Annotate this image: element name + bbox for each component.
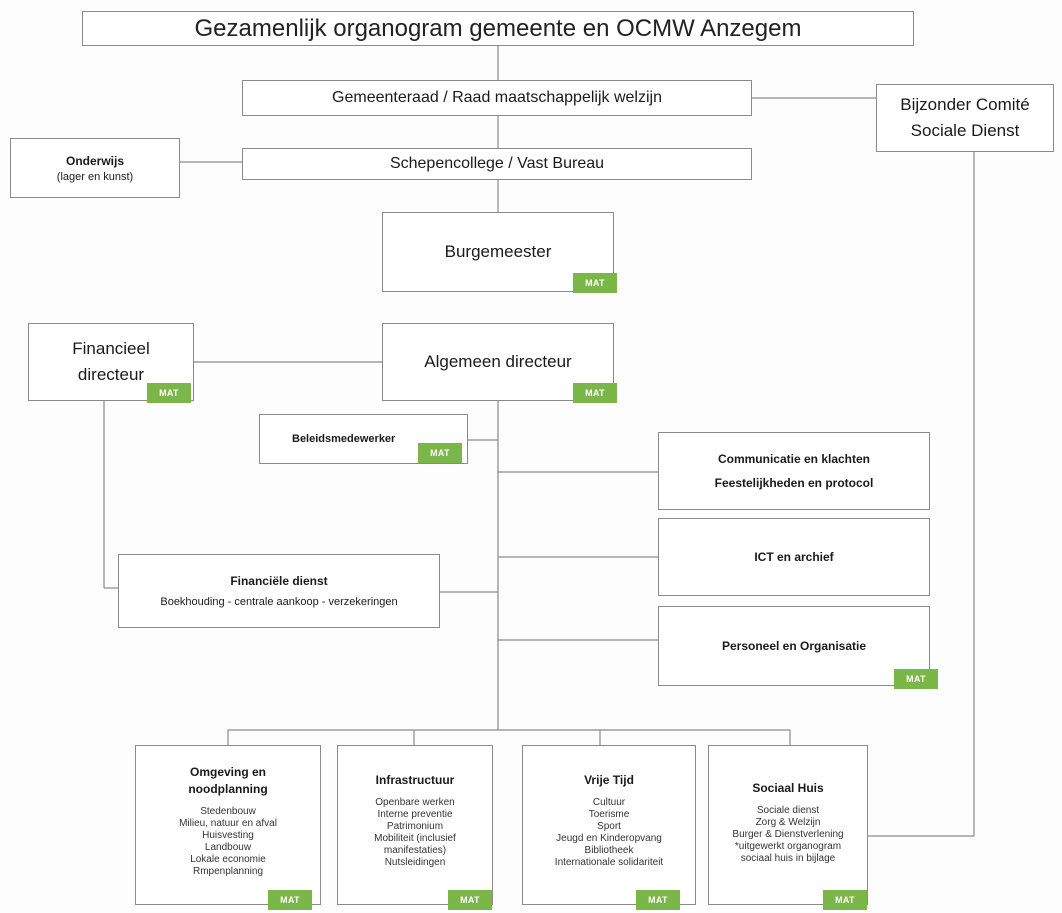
department-title: Sociaal Huis [752,781,824,795]
gemeenteraad-box: Gemeenteraad / Raad maatschappelijk welz… [242,80,752,116]
department-title: Omgeving en noodplanning [188,765,268,796]
department-item: sociaal huis in bijlage [740,853,836,864]
financieel-directeur-box: Financieel directeur [28,323,194,401]
department-item: Jeugd en Kinderopvang [556,833,662,844]
department-item: Sociale dienst [756,805,820,816]
personeel-label: Personeel en Organisatie [721,639,867,653]
title-box: Gezamenlijk organogram gemeente en OCMW … [82,11,914,46]
department-item: Patrimonium [386,821,444,832]
department-item: Huisvesting [202,830,254,841]
mat-badge-financieel: MAT [147,383,191,403]
financieel-directeur-line2: directeur [77,365,145,384]
department-item: Milieu, natuur en afval [179,818,277,829]
mat-badge-beleidsmedewerker: MAT [418,443,462,463]
department-item: Internationale solidariteit [554,857,664,868]
bijzonder-comite-line1: Bijzonder Comité [900,95,1030,114]
financiele-dienst-title: Financiële dienst [230,574,328,588]
communicatie-line2: Feestelijkheden en protocol [714,476,874,490]
mat-badge-sociaal-huis: MAT [823,890,867,910]
ict-label: ICT en archief [754,550,834,564]
beleidsmedewerker-label: Beleidsmedewerker [292,433,396,445]
mat-badge-infrastructuur: MAT [448,890,492,910]
department-item: Rmpenplanning [192,866,264,877]
mat-badge-burgemeester: MAT [573,273,617,293]
communicatie-box: Communicatie en klachten Feestelijkheden… [658,432,930,510]
department-item: Lokale economie [190,854,266,865]
department-item: Bibliotheek [584,845,634,856]
onderwijs-sub: (lager en kunst) [56,170,134,183]
department-item: Sport [597,821,621,832]
personeel-box: Personeel en Organisatie [658,606,930,686]
schepencollege-box: Schepencollege / Vast Bureau [242,148,752,180]
department-item: Mobiliteit (inclusief [374,833,456,844]
gemeenteraad-label: Gemeenteraad / Raad maatschappelijk welz… [332,89,662,106]
department-omgeving-box: Omgeving en noodplanning Stedenbouw Mili… [135,745,321,905]
bijzonder-comite-box: Bijzonder Comité Sociale Dienst [876,84,1054,152]
mat-badge-vrije-tijd: MAT [636,890,680,910]
department-item: Openbare werken [375,797,455,808]
bijzonder-comite-line2: Sociale Dienst [910,121,1020,140]
department-vrije-tijd-box: Vrije Tijd Cultuur Toerisme Sport Jeugd … [522,745,696,905]
financiele-dienst-box: Financiële dienst Boekhouding - centrale… [118,554,440,628]
department-sociaal-huis-box: Sociaal Huis Sociale dienst Zorg & Welzi… [708,745,868,905]
mat-badge-personeel: MAT [894,669,938,689]
department-title: Infrastructuur [375,773,455,787]
financieel-directeur-line1: Financieel [72,339,150,358]
schepencollege-label: Schepencollege / Vast Bureau [389,155,605,172]
department-infrastructuur-box: Infrastructuur Openbare werken Interne p… [337,745,493,905]
communicatie-line1: Communicatie en klachten [717,452,871,466]
department-item: manifestaties) [383,845,447,856]
department-item: Interne preventie [377,809,453,820]
onderwijs-box: Onderwijs (lager en kunst) [10,138,180,198]
department-item: Zorg & Welzijn [755,817,821,828]
financiele-dienst-sub: Boekhouding - centrale aankoop - verzeke… [160,596,398,608]
page-title: Gezamenlijk organogram gemeente en OCMW … [194,14,802,42]
department-title: Vrije Tijd [584,773,634,787]
department-item: *uitgewerkt organogram [734,841,842,852]
mat-badge-omgeving: MAT [268,890,312,910]
algemeen-directeur-label: Algemeen directeur [424,352,572,371]
onderwijs-title: Onderwijs [65,153,124,168]
burgemeester-label: Burgemeester [444,242,552,261]
department-item: Burger & Dienstverlening [732,829,844,840]
ict-box: ICT en archief [658,518,930,596]
department-item: Cultuur [592,797,626,808]
department-item: Stedenbouw [200,806,256,817]
department-item: Toerisme [588,809,630,820]
department-item: Nutsleidingen [384,857,446,868]
mat-badge-algemeen: MAT [573,383,617,403]
department-item: Landbouw [204,842,252,853]
